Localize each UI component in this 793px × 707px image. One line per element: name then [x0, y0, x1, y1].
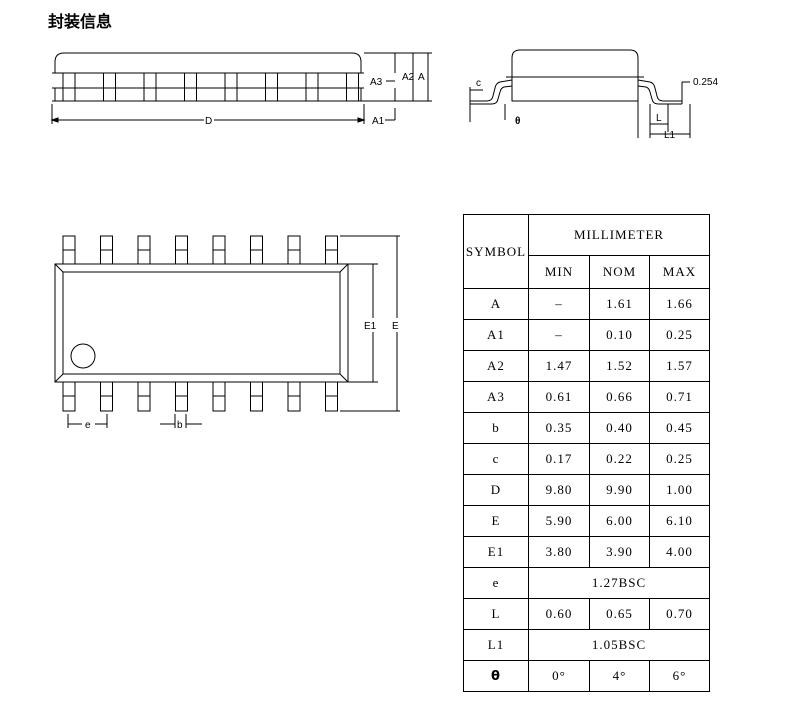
side-lead [143, 72, 157, 102]
symbol-cell: e [463, 567, 529, 599]
label-theta: θ [515, 116, 520, 127]
symbol-header: SYMBOL [463, 214, 529, 289]
max-value-cell: 6° [648, 660, 711, 692]
unit-header: MILLIMETER [527, 214, 711, 256]
side-view [50, 52, 432, 124]
col-header-nom: NOM [589, 255, 650, 289]
page-title: 封装信息 [48, 12, 113, 31]
min-value-cell: 0.61 [528, 381, 590, 413]
nom-value-cell: 1.61 [589, 288, 650, 320]
nom-value-cell: 6.00 [589, 505, 650, 537]
side-lead [184, 72, 197, 102]
symbol-cell: A1 [463, 319, 529, 351]
label-a2: A2 [402, 72, 415, 83]
min-value-cell: 9.80 [528, 474, 590, 506]
symbol-cell: E [463, 505, 529, 537]
min-value-cell: 5.90 [528, 505, 590, 537]
symbol-cell: c [463, 443, 529, 475]
label-l: L [656, 113, 662, 124]
nom-value-cell: 1.52 [589, 350, 650, 382]
label-b: b [177, 420, 183, 431]
symbol-cell: D [463, 474, 529, 506]
pin1-marker [70, 343, 96, 369]
nom-value-cell: 0.65 [589, 598, 650, 630]
label-l1: L1 [664, 130, 676, 141]
symbol-cell: E1 [463, 536, 529, 568]
span-value-cell: 1.27BSC [527, 567, 711, 599]
nom-value-cell: 0.10 [589, 319, 650, 351]
label-e: e [85, 420, 91, 431]
label-c: c [476, 78, 481, 89]
label-a1: A1 [372, 116, 385, 127]
span-value-cell: 1.05BSC [527, 629, 711, 661]
max-value-cell: 0.70 [648, 598, 711, 630]
min-value-cell: – [528, 288, 590, 320]
side-lead [346, 72, 359, 102]
col-header-max: MAX [648, 255, 711, 289]
min-value-cell: 1.47 [528, 350, 590, 382]
min-value-cell: 3.80 [528, 536, 590, 568]
max-value-cell: 1.00 [648, 474, 711, 506]
label-e-big: E [392, 321, 399, 332]
end-view [469, 49, 691, 138]
symbol-cell: A [463, 288, 529, 320]
min-value-cell: – [528, 319, 590, 351]
min-value-cell: 0.35 [528, 412, 590, 444]
max-value-cell: 1.66 [648, 288, 711, 320]
max-value-cell: 0.25 [648, 443, 711, 475]
min-value-cell: 0.60 [528, 598, 590, 630]
nom-value-cell: 0.66 [589, 381, 650, 413]
symbol-cell: A3 [463, 381, 529, 413]
nom-value-cell: 3.90 [589, 536, 650, 568]
symbol-cell: θ [463, 660, 529, 692]
symbol-cell: A2 [463, 350, 529, 382]
side-lead [305, 72, 319, 102]
col-header-min: MIN [528, 255, 590, 289]
label-a3: A3 [370, 77, 383, 88]
symbol-cell: L1 [463, 629, 529, 661]
label-d: D [205, 116, 212, 127]
label-gauge: 0.254 [693, 77, 718, 88]
side-lead [224, 72, 238, 102]
min-value-cell: 0° [528, 660, 590, 692]
max-value-cell: 0.71 [648, 381, 711, 413]
label-a: A [418, 72, 425, 83]
nom-value-cell: 4° [589, 660, 650, 692]
symbol-cell: L [463, 598, 529, 630]
max-value-cell: 1.57 [648, 350, 711, 382]
nom-value-cell: 9.90 [589, 474, 650, 506]
side-lead [62, 72, 76, 102]
symbol-cell: b [463, 412, 529, 444]
max-value-cell: 0.25 [648, 319, 711, 351]
max-value-cell: 4.00 [648, 536, 711, 568]
nom-value-cell: 0.22 [589, 443, 650, 475]
nom-value-cell: 0.40 [589, 412, 650, 444]
label-e1: E1 [364, 321, 377, 332]
side-lead [103, 72, 116, 102]
top-view [54, 235, 400, 428]
max-value-cell: 6.10 [648, 505, 711, 537]
max-value-cell: 0.45 [648, 412, 711, 444]
side-lead [265, 72, 278, 102]
min-value-cell: 0.17 [528, 443, 590, 475]
